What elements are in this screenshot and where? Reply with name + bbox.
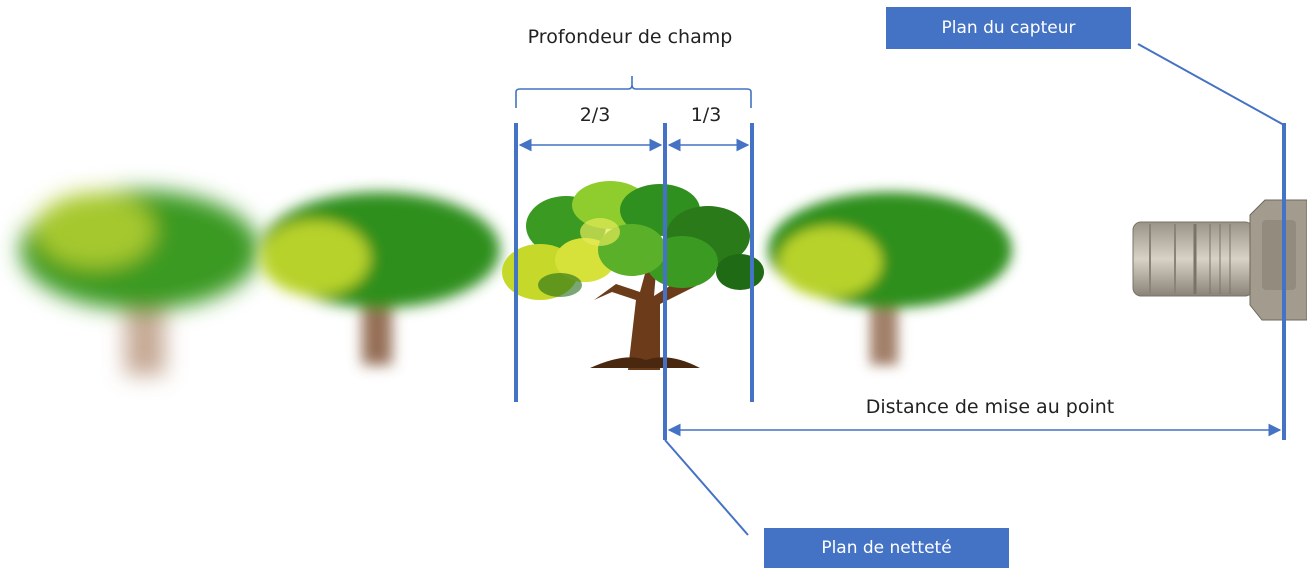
one-third-label: 1/3 (690, 104, 722, 126)
blurred-tree-left (260, 192, 500, 365)
focus-distance-label: Distance de mise au point (865, 396, 1115, 418)
depth-of-field-label: Profondeur de champ (527, 26, 733, 48)
sensor-plane-leader (1137, 43, 1285, 126)
sharpness-plane-box: Plan de netteté (764, 528, 1009, 568)
depth-of-field-bracket (515, 76, 752, 108)
blurred-tree-far-left (20, 190, 260, 375)
camera-icon (1132, 199, 1307, 321)
blurred-tree-right (768, 192, 1012, 365)
tree-icon (502, 181, 764, 370)
sharpness-plane-leader (664, 439, 749, 536)
two-thirds-label: 2/3 (579, 104, 611, 126)
sensor-plane-box: Plan du capteur (886, 7, 1131, 49)
